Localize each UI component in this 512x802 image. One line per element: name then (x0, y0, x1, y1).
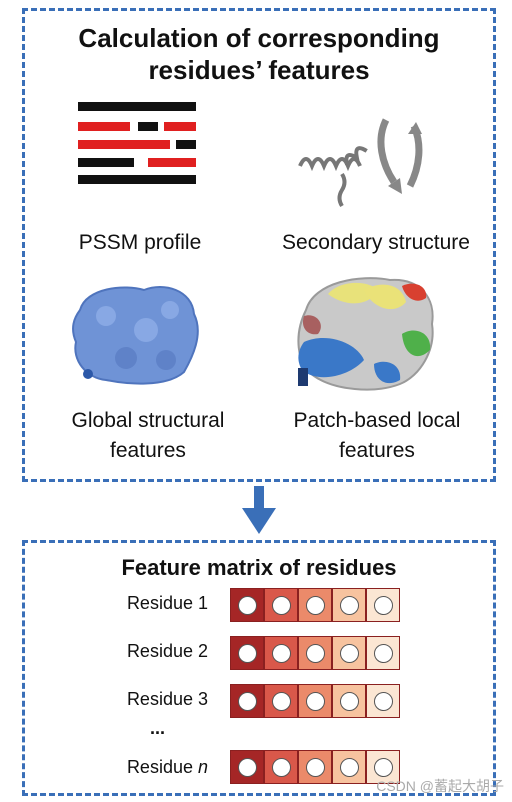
feature-cell (230, 588, 264, 622)
feature-cell (332, 636, 366, 670)
feature-cell (366, 750, 400, 784)
global-structural-features-label: Global structural features (71, 409, 225, 462)
patch-based-surface-icon (297, 277, 434, 391)
features-panel (22, 8, 496, 482)
down-arrow-icon (242, 486, 276, 534)
residue-3-label: Residue 3 (126, 689, 208, 709)
residue-2-label: Residue 2 (126, 641, 208, 661)
watermark: CSDN @蓄起大胡子 (376, 778, 504, 794)
feature-cell (230, 684, 264, 718)
feature-cell (264, 684, 298, 718)
residue-3-feature-row (230, 684, 400, 718)
feature-cell (366, 684, 400, 718)
features-panel-title: Calculation of corresponding residues’ f… (78, 23, 440, 85)
feature-cell (332, 750, 366, 784)
secondary-structure-icon (298, 118, 423, 208)
feature-matrix-panel (22, 540, 496, 796)
feature-cell (298, 684, 332, 718)
feature-cell (264, 750, 298, 784)
residue-1-feature-row (230, 588, 400, 622)
pssm-profile-icon (78, 102, 196, 184)
feature-cell (264, 636, 298, 670)
feature-cell (230, 750, 264, 784)
feature-cell (298, 636, 332, 670)
feature-cell (298, 588, 332, 622)
feature-cell (298, 750, 332, 784)
feature-cell (264, 588, 298, 622)
feature-cell (366, 588, 400, 622)
feature-matrix-title: Feature matrix of residues (121, 555, 397, 580)
feature-cell (332, 684, 366, 718)
feature-cell (366, 636, 400, 670)
feature-cell (230, 636, 264, 670)
residue-2-feature-row (230, 636, 400, 670)
global-structure-surface-icon (72, 286, 199, 385)
residue-n-label: Residue n (126, 757, 208, 777)
residue-n-feature-row (230, 750, 400, 784)
patch-based-local-features-label: Patch-based local features (293, 409, 461, 462)
feature-cell (332, 588, 366, 622)
residue-1-label: Residue 1 (126, 593, 208, 613)
secondary-structure-label: Secondary structure (282, 231, 470, 254)
ellipsis: ... (150, 718, 166, 738)
pssm-profile-label: PSSM profile (78, 231, 202, 254)
